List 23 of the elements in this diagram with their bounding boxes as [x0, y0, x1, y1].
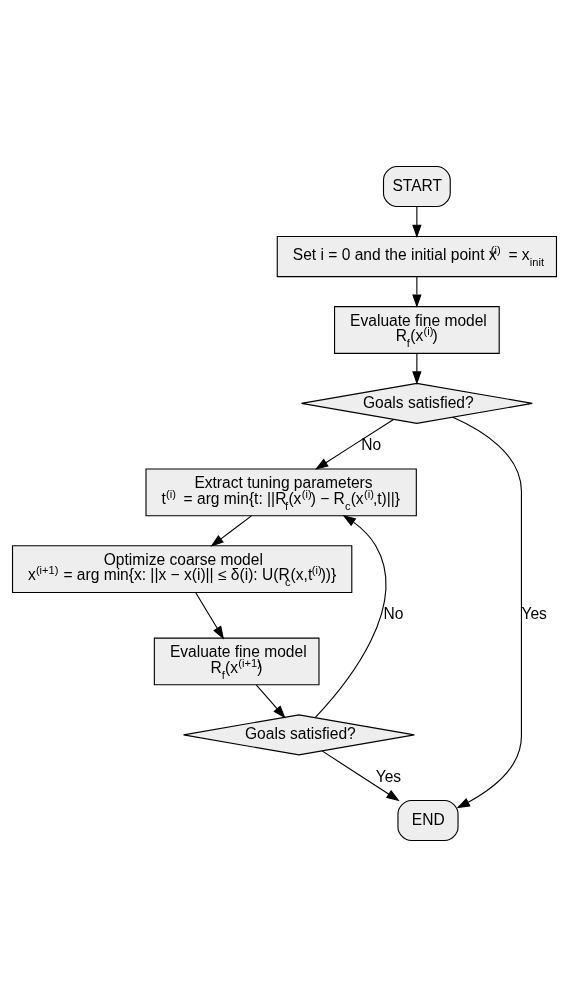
node-diamond: Goals satisfied? [300, 382, 533, 424]
arrow [412, 352, 422, 385]
node-diamond: Goals satisfied? [183, 713, 415, 755]
node-box: Evaluate fine model R$_{f}$(x$^{(i)}$) [334, 305, 500, 354]
node-box: Optimize coarse model x$^{(i+1)}$ = arg min{x: ||x − x(i)|| ≤ δ(i): U(R$_{c}$(x,t$^{(i)}$))} [11, 544, 353, 593]
arrow [314, 514, 387, 718]
edge-label: Yes [521, 604, 547, 622]
arrow [195, 591, 225, 639]
arrow [321, 749, 400, 801]
arrow [210, 514, 252, 547]
arrow [255, 684, 286, 718]
arrow [412, 205, 422, 238]
arrow [412, 275, 422, 308]
edge-label: Yes [375, 767, 402, 785]
node-box: START [382, 165, 451, 207]
arrow [452, 416, 522, 808]
node-box: Evaluate fine model R$_{f}$(x$^{(i+1)}$) [153, 637, 320, 685]
edge-label: No [383, 604, 404, 622]
arrow [315, 418, 395, 470]
node-box: Set i = 0 and the initial point x$^{(i)}$ = x$_{init}$ [276, 235, 558, 277]
edge-label: No [361, 435, 382, 453]
node-box: Extract tuning parameters t$^{(i)}$ = arg min{t: ||R$_{f}$(x$^{(i)}$) − R$_{c}$(x$^{(i)}$,t)||} [145, 467, 417, 516]
node-box: END [397, 799, 459, 841]
